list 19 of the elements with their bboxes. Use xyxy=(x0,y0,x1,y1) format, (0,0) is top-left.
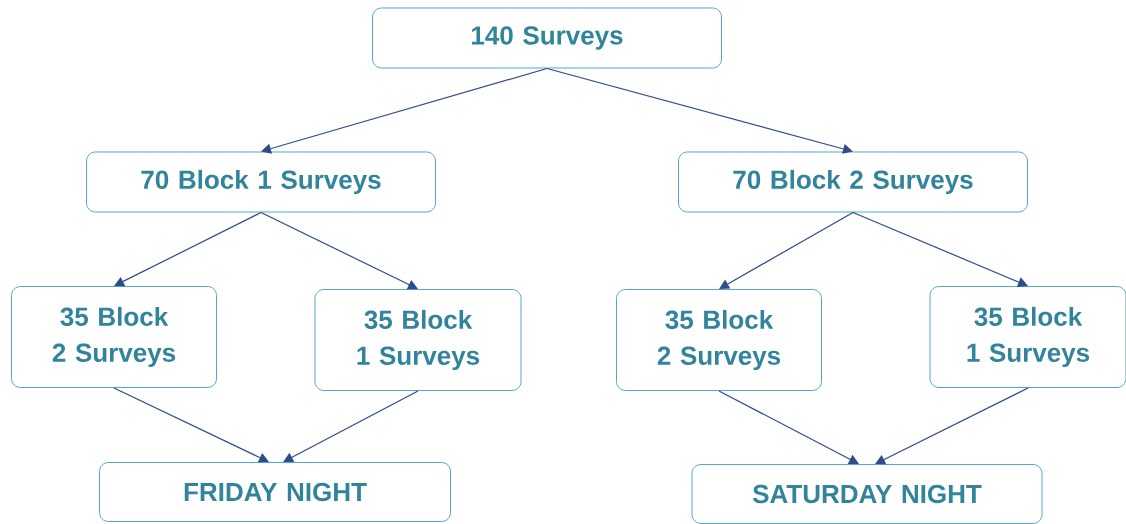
process-box: 35 Block 2 Surveys xyxy=(616,289,822,391)
process-box: 35 Block 2 Surveys xyxy=(11,286,217,388)
process-box: 35 Block 1 Surveys xyxy=(929,286,1126,388)
arrow xyxy=(546,67,853,154)
process-box: SATURDAY NIGHT xyxy=(691,464,1043,524)
arrow xyxy=(718,390,859,464)
process-box: FRIDAY NIGHT xyxy=(99,462,451,522)
arrow xyxy=(875,387,1029,465)
arrow xyxy=(260,211,418,290)
arrow xyxy=(852,211,1028,287)
arrow xyxy=(719,211,854,289)
process-box: 140 Surveys xyxy=(372,7,722,69)
arrow xyxy=(113,387,269,463)
process-box: 70 Block 1 Surveys xyxy=(86,151,436,213)
arrow xyxy=(261,67,548,154)
arrow xyxy=(114,211,262,287)
process-box: 70 Block 2 Surveys xyxy=(678,151,1028,213)
arrow xyxy=(283,390,419,462)
process-box: 35 Block 1 Surveys xyxy=(314,289,522,391)
